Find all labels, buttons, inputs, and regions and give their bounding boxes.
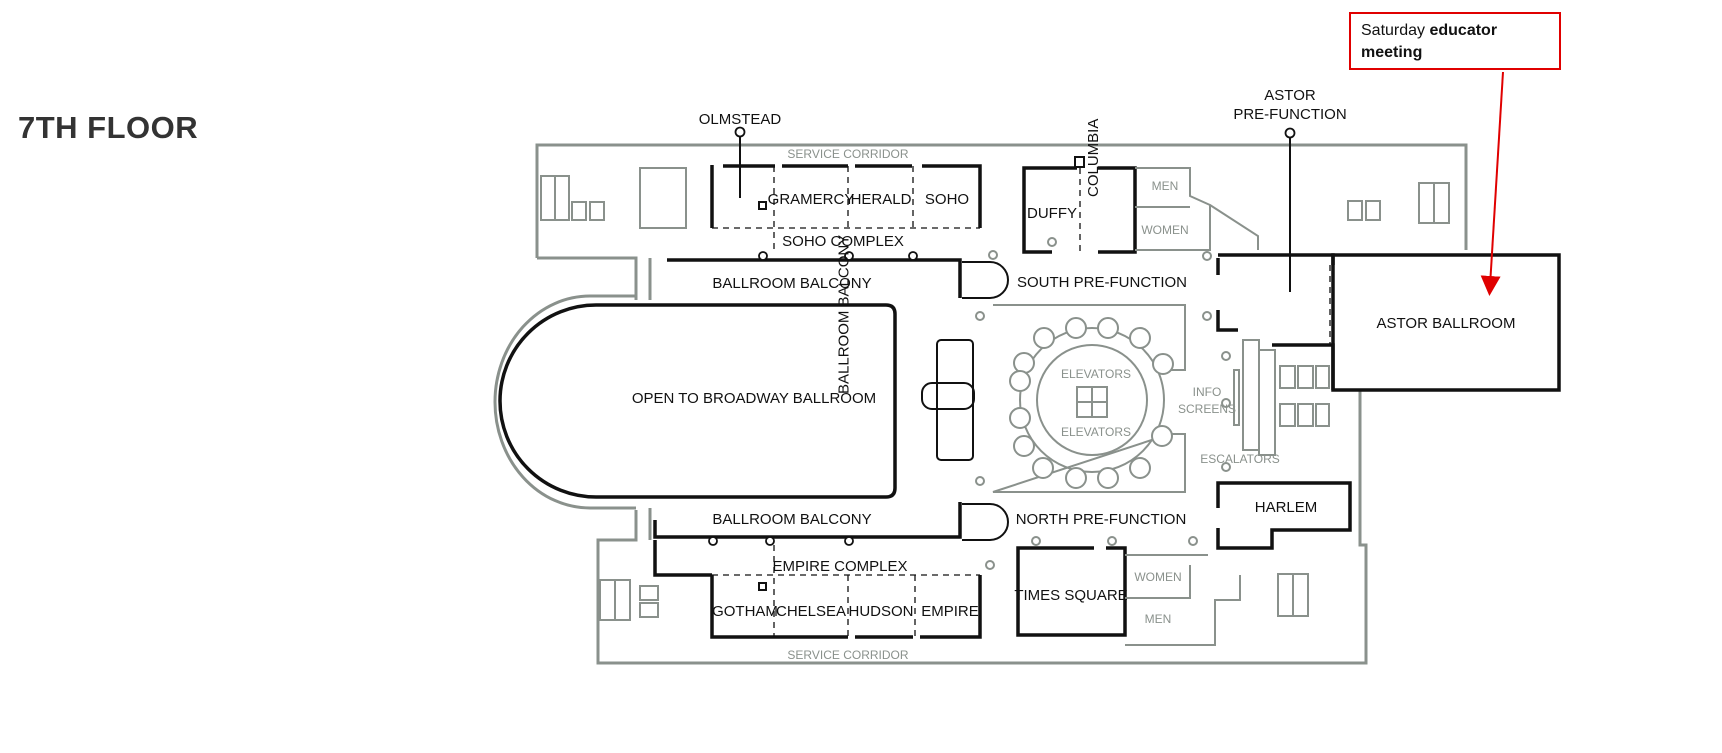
label-screens: SCREENS <box>1178 402 1236 416</box>
elevator-core <box>992 304 1186 493</box>
escalators-graphic <box>1233 339 1330 456</box>
label-men-bottom: MEN <box>1145 612 1172 626</box>
balcony-lift <box>921 339 975 461</box>
soho-complex <box>710 126 982 250</box>
label-times-square: TIMES SQUARE <box>1014 587 1127 604</box>
restrooms-top <box>1135 167 1259 251</box>
harlem-room <box>1216 481 1352 550</box>
label-men-top: MEN <box>1152 179 1179 193</box>
label-service-corridor-bottom: SERVICE CORRIDOR <box>787 648 908 662</box>
label-open-to-broadway-ballroom: OPEN TO BROADWAY BALLROOM <box>632 390 876 407</box>
label-olmstead: OLMSTEAD <box>699 111 782 128</box>
columns <box>975 237 1231 570</box>
label-empire-complex: EMPIRE COMPLEX <box>772 558 907 575</box>
label-hudson: HUDSON <box>848 603 913 620</box>
label-columbia: COLUMBIA <box>1085 119 1102 197</box>
ballroom-balcony-walls <box>653 251 962 546</box>
label-escalators: ESCALATORS <box>1200 452 1280 466</box>
empire-complex <box>653 540 982 639</box>
room-labels: OLMSTEAD SERVICE CORRIDOR GRAMERCY HERAL… <box>632 87 1516 662</box>
annotation-arrow <box>1480 71 1504 296</box>
label-elevators-bottom: ELEVATORS <box>1061 425 1131 439</box>
building-outline <box>493 143 1468 665</box>
label-soho: SOHO <box>925 191 969 208</box>
label-info: INFO <box>1193 385 1222 399</box>
label-ballroom-balcony-top: BALLROOM BALCONY <box>712 275 871 292</box>
label-pre-function: PRE-FUNCTION <box>1233 106 1346 123</box>
label-ballroom-balcony-bottom: BALLROOM BALCONY <box>712 511 871 528</box>
label-chelsea: CHELSEA <box>776 603 846 620</box>
annotation-callout: Saturday educator meeting <box>1349 12 1561 70</box>
label-north-prefunction: NORTH PRE-FUNCTION <box>1016 511 1187 528</box>
label-astor: ASTOR <box>1264 87 1316 104</box>
annotation-bold-2: meeting <box>1361 44 1423 61</box>
annotation-bold-1: educator <box>1429 22 1498 39</box>
label-elevators-top: ELEVATORS <box>1061 367 1131 381</box>
label-women-top: WOMEN <box>1141 223 1188 237</box>
open-to-broadway-ballroom <box>498 303 897 499</box>
label-ballroom-balcony-vertical: BALLROOM BALCONY <box>835 235 852 394</box>
label-gotham: GOTHAM <box>712 603 778 620</box>
label-harlem: HARLEM <box>1255 499 1318 516</box>
label-south-prefunction: SOUTH PRE-FUNCTION <box>1017 274 1187 291</box>
label-gramercy: GRAMERCY <box>768 191 855 208</box>
label-women-bottom: WOMEN <box>1134 570 1181 584</box>
duffy-columbia <box>1022 156 1137 254</box>
label-herald: HERALD <box>851 191 912 208</box>
astor-area <box>1216 127 1561 392</box>
annotation-prefix: Saturday <box>1361 22 1430 39</box>
spiral-stairs <box>962 261 1009 541</box>
label-empire: EMPIRE <box>921 603 979 620</box>
floor-title: 7TH FLOOR <box>18 110 199 145</box>
times-square-room <box>1016 546 1241 646</box>
service-stairs <box>540 167 1450 621</box>
label-astor-ballroom: ASTOR BALLROOM <box>1377 315 1516 332</box>
label-soho-complex: SOHO COMPLEX <box>782 233 904 250</box>
label-service-corridor-top: SERVICE CORRIDOR <box>787 147 908 161</box>
label-duffy: DUFFY <box>1027 205 1077 222</box>
